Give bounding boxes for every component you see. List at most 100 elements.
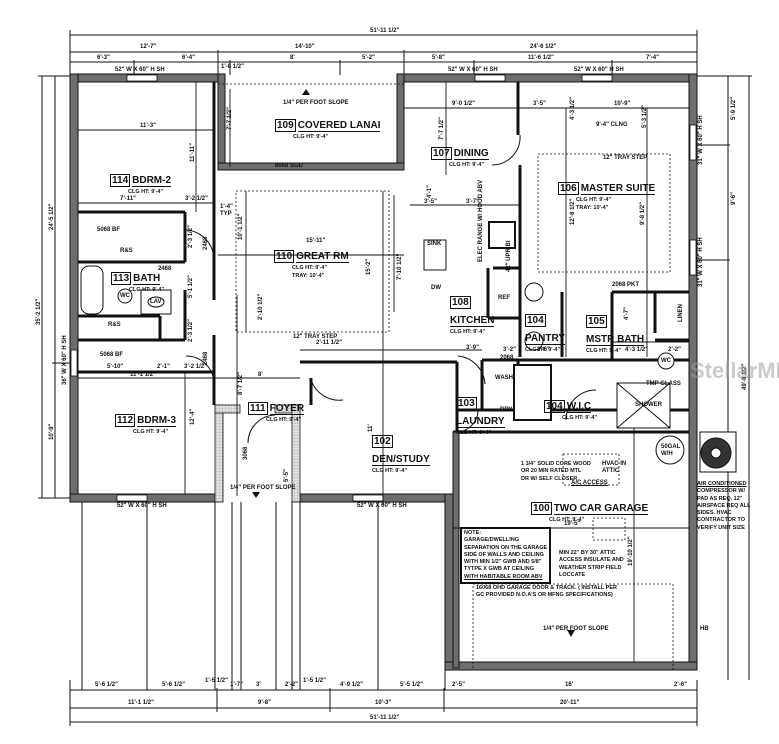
wc-master: WC: [661, 358, 671, 364]
door-2468-lower: 2468: [203, 351, 209, 365]
hose-bib: HB: [700, 626, 709, 632]
window-top-mid: 52" W X 60" H SH: [448, 67, 498, 73]
room-number: 100: [531, 502, 552, 515]
dim-2-1: 2'-1": [157, 364, 170, 370]
watermark: StellarMLS: [690, 358, 779, 383]
bottom-dim-1: 5'-6 1/2": [95, 682, 118, 688]
mb-2-2: 2'-2": [668, 347, 681, 353]
room-name: GREAT RM: [296, 251, 349, 263]
master-clng: 9'-4" CLNG: [596, 122, 628, 128]
wc-master: [657, 352, 675, 370]
tray-outlines: [218, 83, 674, 671]
room-number: 111: [248, 402, 268, 415]
closet-depth: 4'-3 1/2": [570, 97, 576, 120]
room-number: 103: [456, 397, 477, 410]
master-top: 5'-3 1/2": [642, 105, 648, 128]
shower-label: SHOWER: [635, 402, 662, 408]
range-label: ELEC RANGE W/ HOOD ABV: [478, 179, 484, 262]
rs-lower: R&S: [108, 322, 121, 328]
window-top-right: 52" W X 60" H SH: [574, 67, 624, 73]
door-swings: [185, 134, 597, 444]
bath-a-upper: 2'-3 1/2": [188, 225, 194, 248]
wash-label: WASH: [495, 375, 513, 381]
window-bottom-left: 52" W X 60" H SH: [117, 503, 167, 509]
top-dim-r2-2: 6'-4": [182, 55, 195, 61]
sink-label: SINK: [427, 241, 442, 247]
ref-space: 42" UPR BI: [506, 240, 512, 272]
room-number: 114: [110, 174, 131, 187]
lav-1: [524, 282, 544, 302]
foyer-8: 8': [258, 372, 263, 378]
window-top-left: 52" W X 60" H SH: [115, 67, 165, 73]
great-b: 2'-10 1/2": [258, 293, 264, 320]
left-dim-lower: 10'-9": [49, 423, 55, 440]
room-number: 112: [115, 414, 136, 427]
slope-arrows: [252, 89, 575, 637]
dining-3-5: 3'-5": [533, 101, 546, 107]
bdrm2-b: 3'-2 1/2": [185, 196, 208, 202]
room-pantry: 104 PANTRY CLG HT: 9'-4": [525, 314, 565, 353]
room-name: LAUNDRY: [456, 416, 505, 428]
bottom-dim-8: 4'-9 1/2": [340, 682, 363, 688]
bdrm3-depth: 12'-4": [190, 408, 196, 425]
room-number: 102: [372, 435, 393, 448]
door-2468-bath: 2468: [158, 266, 172, 272]
wc-bath: WC: [120, 293, 130, 299]
sgd-label: 8068 SGD: [275, 163, 304, 169]
kitchen-4-1: 4'-1": [427, 185, 433, 198]
room-mstr-bath: 105 MSTR BATH CLG HT: 9'-4": [586, 315, 645, 354]
den-depth: 11': [368, 424, 374, 432]
great-depth: 15'-2": [366, 258, 372, 275]
dining-depth: 7'-7 1/2": [439, 117, 445, 140]
room-name: TWO CAR GARAGE: [553, 503, 649, 515]
room-number: 104: [544, 400, 565, 413]
bottom-dim-r2-3: 10'-3": [375, 700, 392, 706]
top-dim-1: 12'-7": [140, 44, 157, 50]
tmp-glass: TMP GLASS: [646, 381, 681, 387]
laundry-3-9: 3'-9": [466, 345, 479, 351]
garage-slope: 1/4" PER FOOT SLOPE: [543, 626, 609, 632]
bath-a-lower: 2'-3 1/2": [188, 319, 194, 342]
right-dimension-lines: [690, 75, 752, 680]
master-width: 10'-9": [614, 101, 631, 107]
dry-label: DRY: [500, 407, 513, 413]
kitchen-sink: [423, 239, 447, 271]
overall-width-bottom: 51'-11 1/2": [370, 715, 400, 721]
bf-upper: 5068 BF: [97, 227, 121, 233]
water-heater: [655, 435, 685, 465]
window-bottom-mid: 52" W X 60" H SH: [357, 503, 407, 509]
lav-2: [524, 331, 544, 351]
bottom-dim-3: 1'-5 1/2": [205, 678, 228, 684]
right-dim-1: 5'-9 1/2": [731, 97, 737, 120]
note-garage-separation: NOTE: GARAGE/DWELLING SEPARATION ON THE …: [460, 527, 552, 585]
bottom-dim-r2-1: 11'-1 1/2": [128, 700, 154, 706]
great-c: 7'-10 1/2": [397, 253, 403, 280]
overall-width-top: 51'-11 1/2": [370, 28, 400, 34]
room-name: PANTRY: [525, 333, 565, 345]
ref-label: REF: [498, 295, 510, 301]
bdrm2-a: 7'-11": [120, 196, 136, 202]
garage-depth: 19'-10 1/2": [628, 536, 634, 566]
bottom-dim-7: 1'-5 1/2": [303, 678, 326, 684]
top-dimension-lines: [69, 30, 698, 75]
entry-depth: 5'-5": [284, 469, 290, 482]
lanai-depth: 7'-7 1/2": [227, 107, 233, 130]
room-name: BDRM-2: [132, 175, 172, 187]
garage-walls: [452, 431, 460, 669]
bathtub: [80, 265, 104, 315]
note-ac-compressor: AIR CONDITIONED COMPRESSOR W/ PAD AS REQ…: [697, 481, 751, 531]
room-den-study: 102 DEN/STUDY CLG HT: 9'-4": [372, 435, 430, 474]
bottom-dim-4: 1'-7": [230, 682, 243, 688]
room-name: FOYER: [269, 403, 305, 415]
bottom-dim-r2-2: 9'-8": [258, 700, 271, 706]
room-name: BATH: [133, 273, 161, 285]
master-depth: 12'-8 1/2": [570, 198, 576, 225]
room-number: 109: [275, 119, 296, 132]
top-dim-r2-5: 5'-2": [362, 55, 375, 61]
